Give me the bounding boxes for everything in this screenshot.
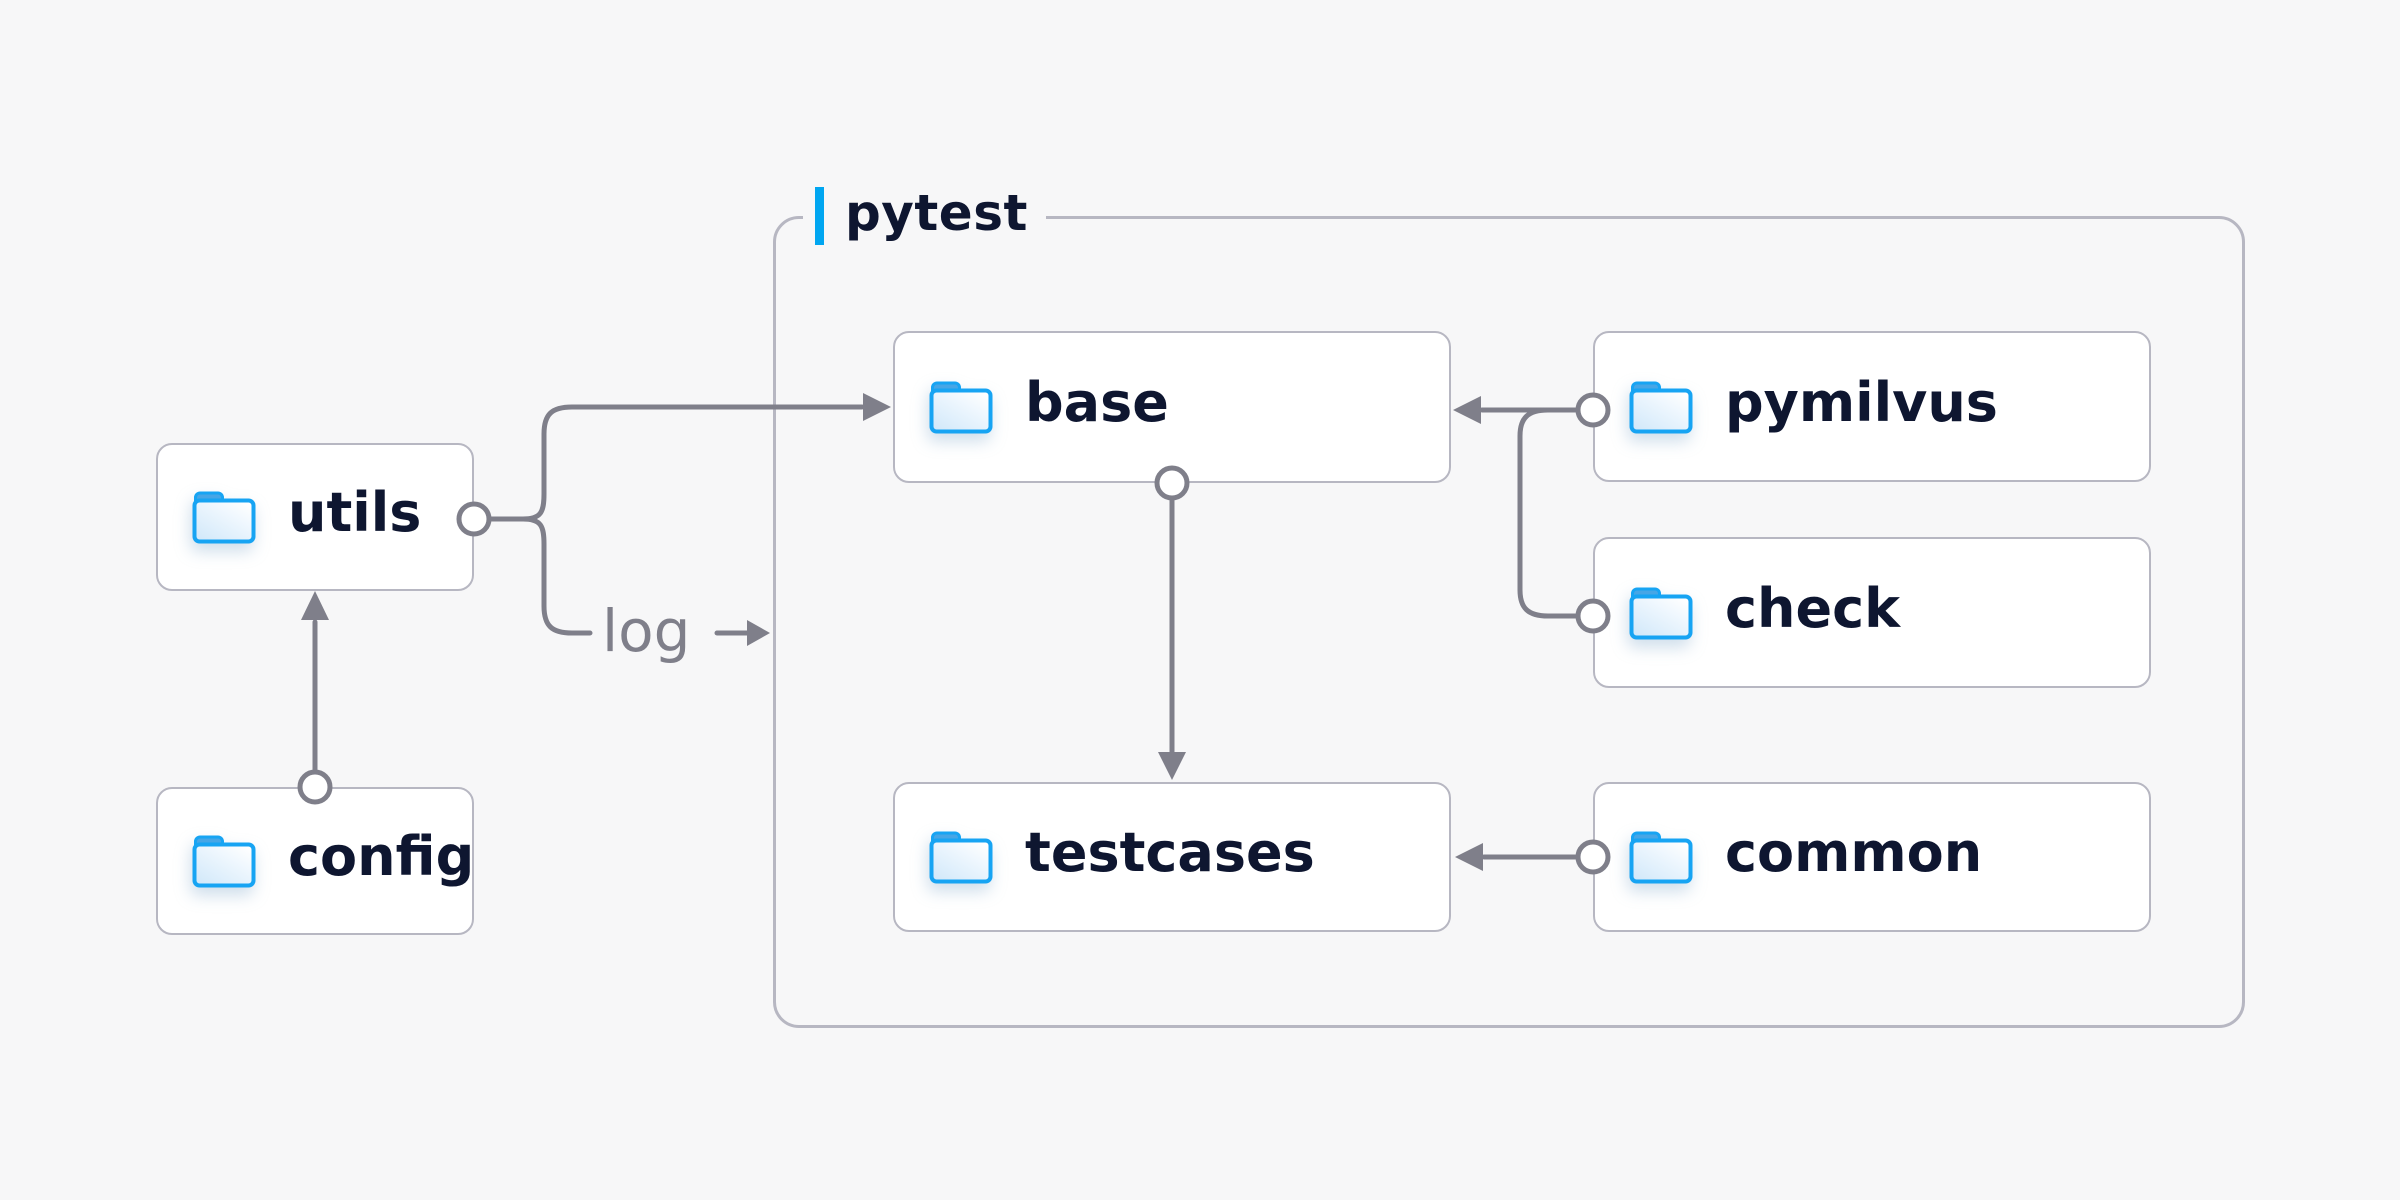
node-label: pymilvus [1725, 370, 1998, 434]
folder-icon [929, 380, 993, 434]
folder-icon [1629, 830, 1693, 884]
node-label: check [1725, 576, 1900, 640]
edge-config-utils [297, 591, 333, 805]
folder-icon [1629, 586, 1693, 640]
pytest-group-container [773, 216, 2245, 1028]
node-check: check [1593, 537, 2151, 688]
folder-icon [192, 490, 256, 544]
group-title: pytest [845, 184, 1028, 242]
node-base: base [893, 331, 1451, 483]
accent-bar [815, 187, 824, 245]
node-config: config [156, 787, 474, 935]
node-pymilvus: pymilvus [1593, 331, 2151, 482]
folder-icon [1629, 380, 1693, 434]
node-label: base [1025, 371, 1169, 434]
pytest-group-label: pytest [803, 184, 1046, 248]
node-utils: utils [156, 443, 474, 591]
node-label: testcases [1025, 821, 1315, 884]
node-label: common [1725, 821, 1983, 884]
folder-icon [929, 830, 993, 884]
node-common: common [1593, 782, 2151, 932]
edge-label-log: log [602, 597, 691, 665]
node-label: utils [288, 481, 422, 544]
folder-icon [192, 834, 256, 888]
node-label: config [288, 825, 475, 888]
node-testcases: testcases [893, 782, 1451, 932]
